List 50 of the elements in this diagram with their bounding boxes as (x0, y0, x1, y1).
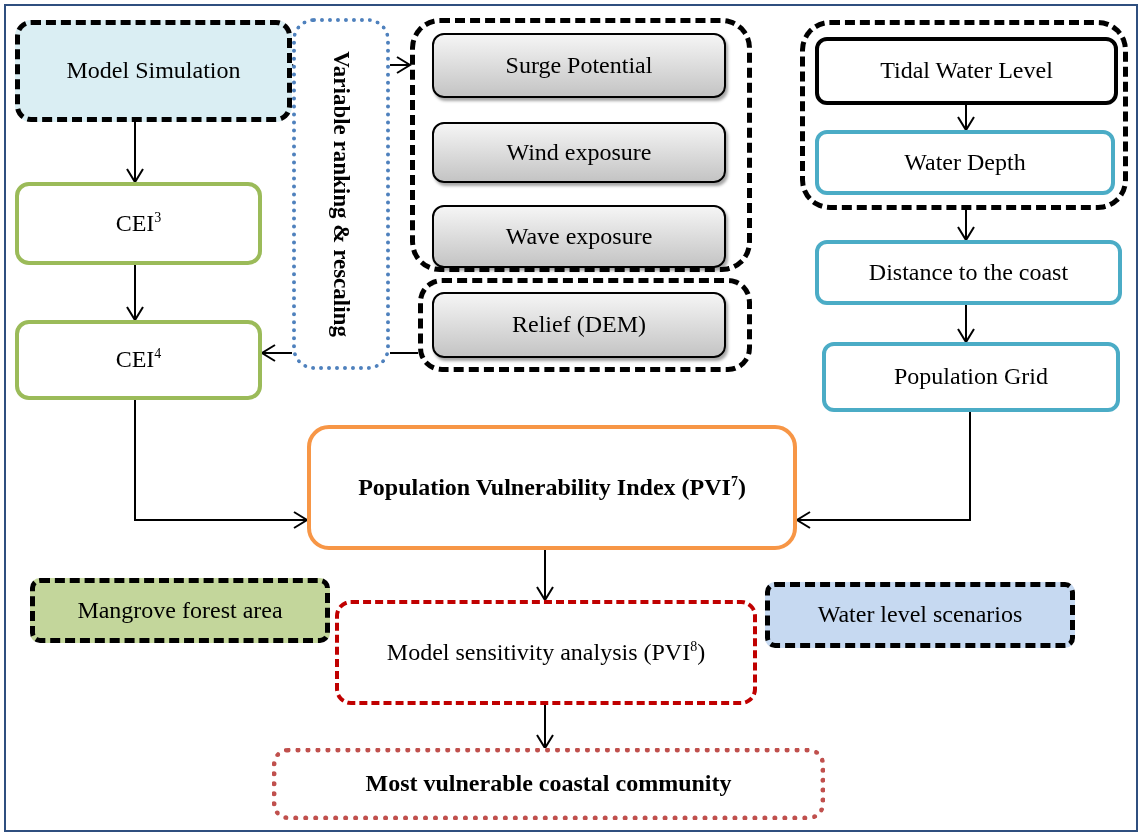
process-box (822, 342, 1120, 412)
arrow (796, 411, 971, 529)
process-box (815, 240, 1122, 305)
input-box (30, 578, 330, 643)
group-box (410, 18, 752, 272)
index-box (307, 425, 797, 550)
label-text: Population Vulnerability Index (PVI$^{7}$) (358, 472, 746, 502)
label-text: CEI$^{3}$ (115, 208, 162, 238)
input-box (432, 33, 726, 98)
process-box (815, 37, 1118, 105)
arrow (126, 264, 144, 321)
arrow (261, 344, 293, 362)
label-text: Model Simulation (66, 56, 241, 86)
label-text: Surge Potential (505, 50, 653, 80)
arrow (536, 549, 554, 601)
arrow (134, 399, 308, 529)
process-box (292, 18, 390, 370)
result-box (272, 748, 825, 820)
arrow (389, 56, 411, 74)
arrow (957, 209, 975, 241)
process-box (15, 320, 262, 400)
arrow (126, 121, 144, 183)
label-text: Wind exposure (506, 137, 652, 167)
label-text: Model sensitivity analysis (PVI$^{8}$) (386, 637, 706, 667)
label-text: Mangrove forest area (77, 595, 283, 625)
arrow (536, 704, 554, 749)
label-text: Population Grid (894, 362, 1048, 392)
label-text: Variable ranking & rescaling (328, 50, 356, 339)
connector-line (389, 352, 419, 354)
input-box (432, 122, 726, 183)
process-box (15, 20, 292, 122)
label-text: Water level scenarios (817, 600, 1023, 630)
label-text: CEI$^{4}$ (115, 345, 162, 375)
label-text: Water Depth (904, 147, 1026, 177)
input-box (765, 582, 1075, 648)
analysis-box (335, 600, 757, 705)
group-box (418, 278, 752, 372)
label-text: Relief (DEM) (512, 310, 646, 340)
label-text: Wave exposure (505, 221, 653, 251)
label-text: Most vulnerable coastal community (365, 769, 732, 799)
group-box (800, 20, 1128, 210)
label-text: Tidal Water Level (880, 56, 1053, 86)
process-box (15, 182, 262, 265)
label-text: Distance to the coast (868, 257, 1069, 287)
arrow (291, 64, 294, 66)
input-box (432, 292, 726, 358)
arrow (957, 104, 975, 131)
process-box (815, 130, 1115, 195)
arrow (957, 304, 975, 343)
input-box (432, 205, 726, 268)
